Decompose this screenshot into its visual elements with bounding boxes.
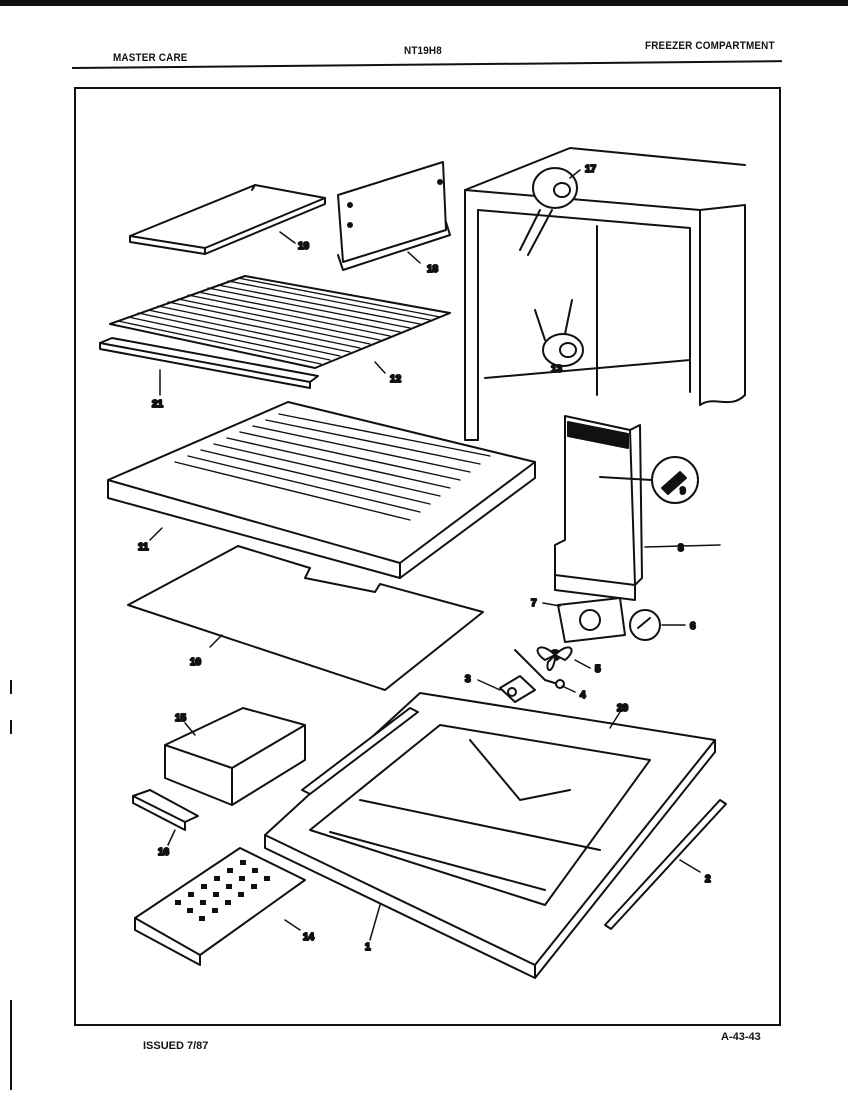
part-11-freezer-shelf [107,401,536,579]
callout-8: 8 [678,543,684,554]
freezer-cabinet [464,147,746,441]
part-17-bulb [519,167,578,256]
part-8-duct-cover [554,415,643,601]
footer-issue-date: ISSUED 7/87 [143,1040,209,1052]
top-edge-bar [0,0,848,6]
callout-11: 11 [138,542,149,553]
callout-12: 12 [390,374,402,385]
part-14-ice-tray [134,847,306,966]
callout-10: 10 [190,657,202,668]
part-2-rail [301,707,727,930]
header-brand: MASTER CARE [113,52,188,64]
callout-17: 17 [585,164,597,175]
part-9-detail [599,456,699,504]
part-6-motor [629,609,661,641]
callout-5: 5 [595,664,601,675]
callout-6: 6 [690,621,696,632]
header-model-number: NT19H8 [404,45,442,57]
part-1-liner-base [264,692,716,979]
footer-page-code: A-43-43 [721,1031,761,1043]
callout-7: 7 [531,598,537,609]
part-10-panel [127,545,484,691]
margin-mark [10,1000,12,1090]
callout-1: 1 [365,942,371,953]
part-18-divider [337,161,451,271]
callout-20: 20 [617,703,629,714]
margin-mark [10,680,12,694]
part-4-grommet [514,649,565,689]
part-5-fan-blade [536,646,573,671]
callout-2: 2 [705,874,711,885]
part-15-ice-bin [164,707,306,806]
callout-18: 18 [427,264,439,275]
part-19-shelf [129,184,326,255]
part-16-rail [132,789,199,831]
callout-14: 14 [303,932,315,943]
part-12-wire-shelf [109,275,451,369]
part-21-rail [99,337,319,389]
callout-21: 21 [152,399,164,410]
part-3-mount [499,675,536,703]
leader-lines [149,169,721,941]
callout-4: 4 [580,690,586,701]
diagram-frame [74,87,781,1026]
callout-3: 3 [465,674,471,685]
header-section-title: FREEZER COMPARTMENT [645,40,775,52]
callout-19: 19 [298,241,310,252]
callout-9: 9 [680,486,686,497]
callout-15: 15 [175,713,187,724]
margin-mark [10,720,12,734]
callout-16: 16 [158,847,170,858]
part-7-bracket [557,597,626,643]
callout-13: 13 [551,364,563,375]
part-13-bulb [534,299,584,367]
